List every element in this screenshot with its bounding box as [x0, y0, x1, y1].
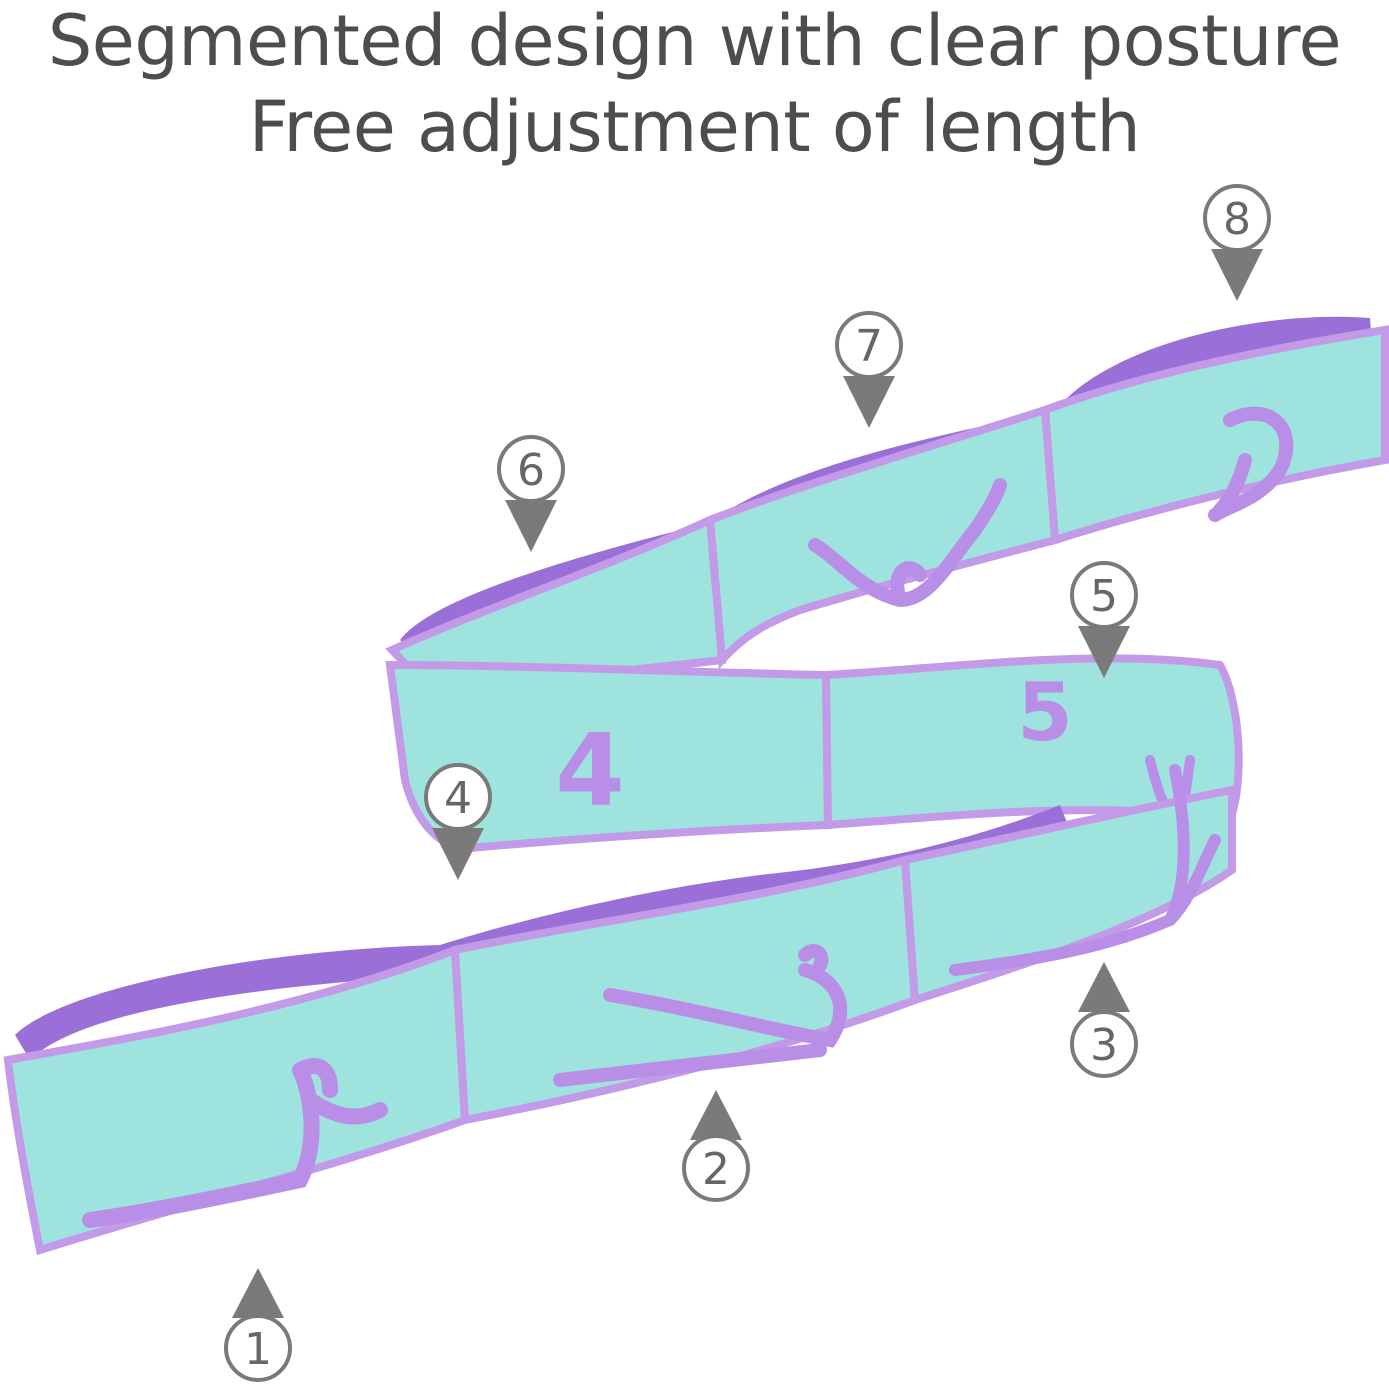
marker-label: 3 [1090, 1020, 1118, 1071]
band-print-4: 4 [555, 712, 625, 829]
marker-pin-icon [1078, 962, 1130, 1012]
band-seam [1042, 409, 1058, 541]
band-seam [707, 519, 725, 661]
marker-5: 5 [1070, 561, 1138, 678]
marker-label: 6 [517, 445, 545, 496]
pose-figure-2 [553, 943, 848, 1087]
band-segment-7 [705, 404, 1060, 670]
marker-ring [224, 1314, 292, 1382]
marker-ring [682, 1134, 750, 1202]
band-segment-1 [3, 944, 470, 1256]
band-seam [452, 949, 468, 1121]
marker-pin-icon [432, 828, 484, 880]
marker-7: 7 [835, 311, 903, 428]
band-segment-5 [821, 654, 1243, 830]
marker-3: 3 [1070, 962, 1138, 1078]
marker-label: 2 [702, 1144, 730, 1195]
marker-label: 4 [444, 773, 472, 824]
pose-figure-3 [949, 764, 1221, 976]
marker-2: 2 [682, 1090, 750, 1202]
upper-band: 4 5 [385, 316, 1389, 865]
headline-line-1: Segmented design with clear posture [47, 0, 1342, 82]
marker-pin-icon [690, 1090, 742, 1140]
pose-figure-1 [82, 1058, 388, 1228]
marker-4: 4 [424, 763, 492, 880]
band-print-5: 5 [1017, 666, 1073, 759]
band-segment-8 [1040, 325, 1389, 546]
marker-ring [1070, 1010, 1138, 1078]
headline-line-2: Free adjustment of length [248, 86, 1141, 168]
marker-label: 7 [855, 321, 883, 372]
marker-pin-icon [1078, 626, 1130, 678]
marker-6: 6 [497, 435, 565, 552]
pose-figure-8 [1208, 406, 1294, 522]
band-seam [823, 674, 831, 826]
lower-band [3, 764, 1236, 1256]
marker-label: 1 [244, 1324, 272, 1375]
marker-pin-icon [232, 1268, 284, 1318]
marker-1: 1 [224, 1268, 292, 1382]
band-seam [902, 859, 918, 1001]
marker-pin-icon [1211, 249, 1263, 301]
pose-figure-7 [808, 478, 1007, 608]
marker-8: 8 [1203, 184, 1271, 301]
marker-pin-icon [505, 500, 557, 552]
marker-pin-icon [843, 376, 895, 428]
marker-label: 5 [1090, 571, 1118, 622]
marker-label: 8 [1223, 194, 1251, 245]
